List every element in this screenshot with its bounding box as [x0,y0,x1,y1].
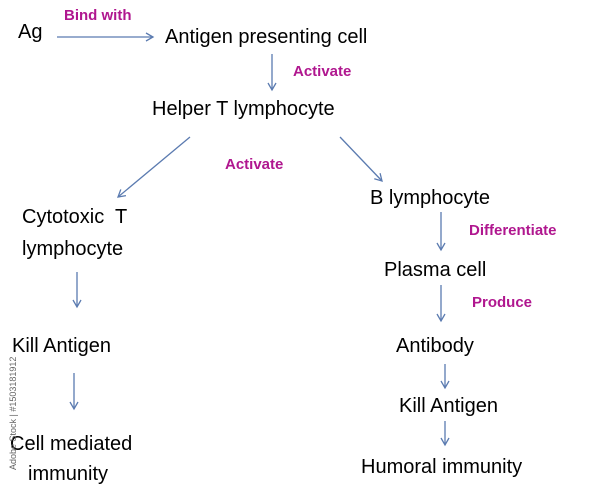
node-b-lymphocyte: B lymphocyte [370,187,491,209]
edge-label-produce: Produce [472,294,533,311]
node-ag: Ag [18,21,43,43]
node-cytotoxic-t-lymphocyte: Cytotoxic T lymphocyte [22,205,127,261]
node-cytotoxic-line1: Cytotoxic T [22,206,128,228]
node-cell-mediated-line2: immunity [28,463,109,485]
node-kill-antigen-left: Kill Antigen [12,335,111,357]
watermark-side-text: Adobe Stock | #1503181912 [8,356,18,470]
node-cell-mediated-immunity: Cell mediated immunity [10,432,132,486]
edge-label-bind-with: Bind with [64,7,132,24]
edge-label-differentiate: Differentiate [469,222,557,239]
node-antibody: Antibody [396,335,474,357]
edge-label-activate-helper: Activate [225,156,284,173]
node-plasma-cell: Plasma cell [384,259,487,281]
node-humoral-immunity: Humoral immunity [361,456,523,478]
arrow-helper-to-b [339,136,383,182]
node-antigen-presenting-cell: Antigen presenting cell [165,26,368,48]
node-kill-antigen-right: Kill Antigen [399,395,498,417]
node-cell-mediated-line1: Cell mediated [10,433,133,455]
node-helper-t-lymphocyte: Helper T lymphocyte [152,98,335,120]
arrow-helper-to-cytotoxic [116,136,191,198]
node-cytotoxic-line2: lymphocyte [22,238,124,260]
edge-label-activate-apc: Activate [293,63,352,80]
